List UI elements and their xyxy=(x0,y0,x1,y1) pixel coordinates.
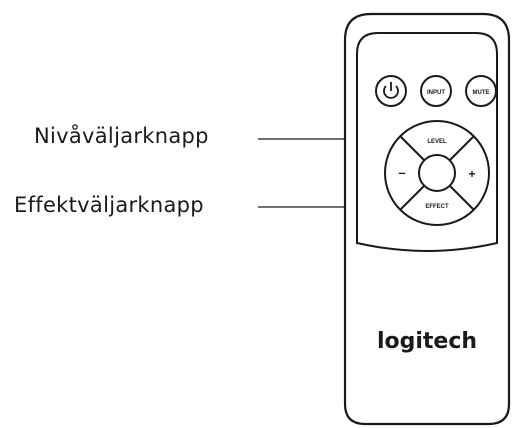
callout-level-selector: Nivåväljarknapp xyxy=(34,124,209,148)
direction-pad: LEVEL EFFECT – + xyxy=(384,120,490,226)
mute-button[interactable]: MUTE xyxy=(465,75,497,107)
input-button[interactable]: INPUT xyxy=(420,75,452,107)
callout-effect-selector: Effektväljarknapp xyxy=(14,193,204,217)
brand-logo: logitech xyxy=(377,329,477,354)
input-button-label: INPUT xyxy=(427,90,445,96)
plus-button-label[interactable]: + xyxy=(468,167,475,181)
minus-button-label[interactable]: – xyxy=(398,165,405,180)
power-button[interactable] xyxy=(375,75,407,107)
center-button[interactable] xyxy=(418,154,456,192)
power-icon xyxy=(383,85,399,99)
effect-button-label[interactable]: EFFECT xyxy=(425,204,449,210)
level-button-label[interactable]: LEVEL xyxy=(427,139,447,145)
mute-button-label: MUTE xyxy=(473,90,490,96)
